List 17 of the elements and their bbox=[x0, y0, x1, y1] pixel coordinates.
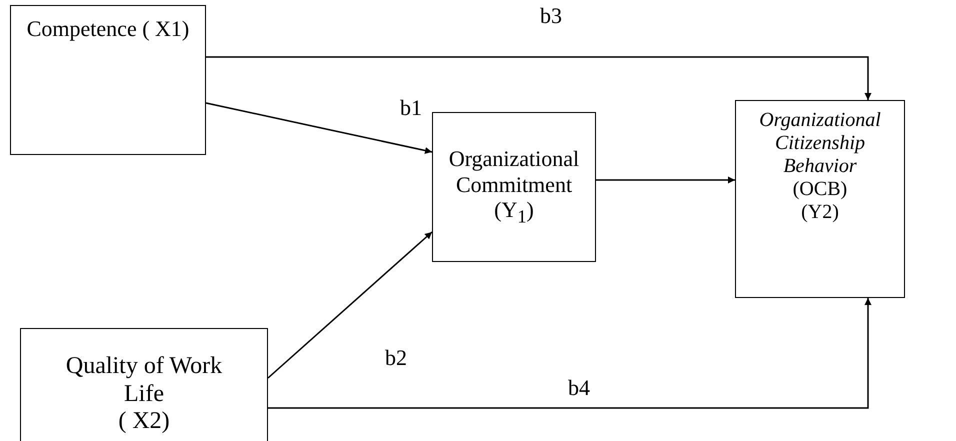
arrow bbox=[206, 56, 872, 100]
node-text: (Y$_{1}$) bbox=[494, 197, 534, 228]
arrow bbox=[268, 231, 432, 379]
arrow bbox=[206, 102, 432, 154]
variable-box bbox=[10, 5, 206, 155]
node-text: (OCB) bbox=[792, 178, 848, 201]
variable-box bbox=[735, 100, 905, 298]
node-text: Organizational Commitment bbox=[448, 146, 580, 198]
node-text: Quality of Work Life bbox=[64, 353, 224, 408]
node-text: ( X2) bbox=[118, 408, 170, 436]
variable-box bbox=[432, 112, 596, 262]
arrow bbox=[268, 298, 872, 409]
node-text: (Y2) bbox=[801, 201, 839, 224]
node-text: Competence ( X1) bbox=[26, 16, 190, 42]
variable-box bbox=[20, 328, 268, 441]
node-text: Organizational Citizenship Behavior bbox=[758, 109, 882, 178]
arrow bbox=[596, 176, 735, 184]
